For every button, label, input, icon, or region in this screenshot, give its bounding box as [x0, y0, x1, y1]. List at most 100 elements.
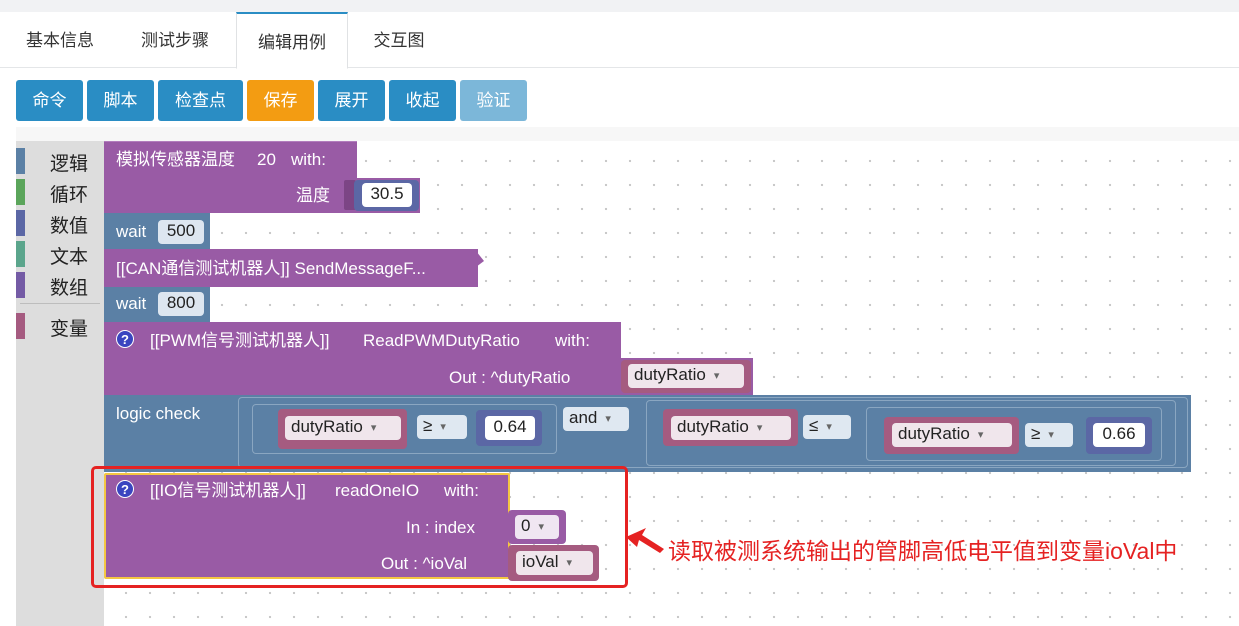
chevron-down-icon: ▾: [756, 422, 763, 434]
wait-value-field[interactable]: 800: [158, 292, 204, 316]
operator-dropdown[interactable]: ≤▾: [803, 415, 851, 439]
expand-button[interactable]: 展开: [318, 80, 385, 121]
variable-name: ioVal: [522, 552, 559, 571]
can-send-label: [[CAN通信测试机器人]] SendMessageF...: [116, 259, 426, 278]
category-color-bar: [16, 241, 25, 267]
arrow-icon: [626, 528, 664, 553]
index-value: 0: [521, 516, 531, 535]
tab-basic-info[interactable]: 基本信息: [26, 31, 94, 50]
highlight-box: [91, 466, 628, 588]
io-robot-name: [[IO信号测试机器人]]: [150, 481, 306, 500]
operator-dropdown[interactable]: ≥▾: [417, 415, 467, 439]
toolbox-separator: [20, 303, 100, 304]
temperature-value-field[interactable]: 30.5: [362, 183, 412, 207]
compare-block-3[interactable]: [866, 407, 1162, 461]
category-color-bar: [16, 210, 25, 236]
category-color-bar: [16, 179, 25, 205]
tab-bar: 基本信息 测试步骤 编辑用例 交互图: [0, 12, 1239, 69]
category-variables[interactable]: 变量: [16, 311, 104, 340]
operator-symbol: ≤: [809, 416, 819, 435]
category-color-bar: [16, 313, 25, 339]
can-send-block[interactable]: [104, 249, 478, 287]
verify-button[interactable]: 验证: [460, 80, 527, 121]
variable-dropdown[interactable]: dutyRatio ▾: [671, 416, 791, 440]
chevron-down-icon: ▾: [370, 422, 377, 434]
variable-name: dutyRatio: [634, 365, 706, 384]
variable-dropdown[interactable]: dutyRatio ▾: [285, 416, 401, 440]
category-lists[interactable]: 数组: [16, 270, 104, 299]
sim-temp-block[interactable]: [104, 141, 357, 213]
sim-temp-with: with:: [291, 150, 326, 169]
variable-name: dutyRatio: [291, 417, 363, 436]
chevron-down-icon: ▾: [977, 429, 984, 441]
compare-block-1[interactable]: [252, 404, 557, 454]
logic-check-label: logic check: [116, 404, 201, 423]
index-dropdown[interactable]: 0▾: [515, 515, 559, 539]
help-icon[interactable]: ?: [116, 480, 134, 498]
pwm-robot-name: [[PWM信号测试机器人]]: [150, 331, 330, 350]
pwm-with: with:: [555, 331, 590, 350]
category-loops[interactable]: 循环: [16, 177, 104, 206]
wait-label: wait: [116, 294, 147, 313]
tab-test-steps[interactable]: 测试步骤: [141, 31, 209, 50]
compare-block-2[interactable]: [646, 400, 1176, 466]
top-strip: [0, 0, 1239, 12]
input-notch: [344, 180, 356, 210]
io-read-block[interactable]: [104, 473, 510, 579]
category-label: 数组: [50, 278, 89, 299]
pwm-out-label: Out : ^dutyRatio: [449, 368, 571, 387]
operator-symbol: ≥: [1031, 424, 1041, 443]
logic-operator-dropdown[interactable]: and ▾: [563, 407, 629, 431]
category-label: 数值: [50, 216, 89, 237]
operator-symbol: ≥: [423, 416, 433, 435]
chevron-down-icon: ▾: [826, 421, 832, 433]
category-label: 逻辑: [50, 154, 89, 175]
wait-label: wait: [116, 222, 147, 241]
number-value-field[interactable]: 0.66: [1093, 423, 1145, 447]
block-output-tab: [476, 251, 484, 267]
variable-dropdown[interactable]: dutyRatio ▾: [628, 364, 744, 388]
logic-operator-label: and: [569, 408, 598, 427]
tab-edit-case[interactable]: 编辑用例: [236, 12, 348, 69]
chevron-down-icon: ▾: [713, 370, 720, 382]
chevron-down-icon: ▾: [605, 413, 611, 425]
wait-value-field[interactable]: 500: [158, 220, 204, 244]
category-color-bar: [16, 148, 25, 174]
io-with: with:: [444, 481, 479, 500]
workspace-top-bar: [16, 127, 1239, 141]
chevron-down-icon: ▾: [566, 557, 573, 569]
sim-temp-title: 模拟传感器温度: [116, 150, 235, 169]
category-label: 变量: [50, 319, 89, 340]
io-method-name: readOneIO: [335, 481, 420, 500]
pwm-read-block[interactable]: [104, 322, 621, 395]
collapse-button[interactable]: 收起: [389, 80, 456, 121]
category-color-bar: [16, 272, 25, 298]
annotation-text: 读取被测系统输出的管脚高低电平值到变量ioVal中: [668, 538, 1178, 564]
chevron-down-icon: ▾: [440, 421, 446, 433]
number-value-field[interactable]: 0.64: [485, 416, 535, 440]
save-button[interactable]: 保存: [247, 80, 314, 121]
command-button[interactable]: 命令: [16, 80, 83, 121]
category-label: 循环: [50, 185, 89, 206]
category-text[interactable]: 文本: [16, 239, 104, 268]
script-button[interactable]: 脚本: [87, 80, 154, 121]
chevron-down-icon: ▾: [1048, 429, 1054, 441]
category-math[interactable]: 数值: [16, 208, 104, 237]
category-label: 文本: [50, 247, 89, 268]
blockly-toolbox: 逻辑 循环 数值 文本 数组 变量: [16, 141, 104, 626]
sim-temp-param-label: 温度: [296, 186, 330, 205]
io-out-label: Out : ^ioVal: [381, 554, 468, 573]
help-icon[interactable]: ?: [116, 330, 134, 348]
pwm-method-name: ReadPWMDutyRatio: [363, 331, 520, 350]
chevron-down-icon: ▾: [538, 521, 544, 533]
variable-dropdown[interactable]: ioVal ▾: [516, 551, 593, 575]
variable-name: dutyRatio: [677, 417, 749, 436]
sim-temp-value[interactable]: 20: [257, 150, 276, 169]
io-in-label: In : index: [406, 518, 475, 537]
variable-dropdown[interactable]: dutyRatio▾: [892, 423, 1012, 447]
checkpoint-button[interactable]: 检查点: [158, 80, 243, 121]
and-expression-block[interactable]: [238, 397, 1188, 468]
operator-dropdown[interactable]: ≥▾: [1025, 423, 1073, 447]
category-logic[interactable]: 逻辑: [16, 146, 104, 175]
tab-interaction-diagram[interactable]: 交互图: [373, 31, 425, 50]
